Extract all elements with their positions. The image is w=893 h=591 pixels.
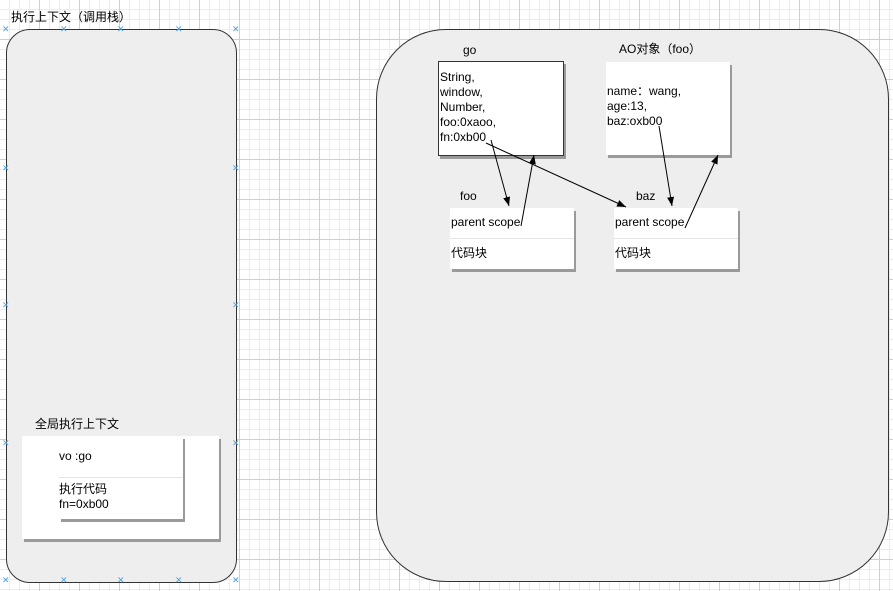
card-divider bbox=[59, 477, 183, 478]
global-context-frame[interactable]: vo :go 执行代码 fn=0xb00 bbox=[22, 436, 219, 539]
handle-top-right[interactable]: ✕ bbox=[232, 24, 240, 34]
global-context-title: 全局执行上下文 bbox=[35, 417, 120, 431]
foo-parent-scope: parent scope bbox=[451, 215, 521, 229]
handle-left-3[interactable]: ✕ bbox=[2, 438, 10, 448]
handle-left-1[interactable]: ✕ bbox=[2, 163, 10, 173]
foo-code-block: 代码块 bbox=[451, 246, 488, 260]
baz-title: baz bbox=[636, 189, 656, 203]
go-object-content: String, window, Number, foo:0xaoo, fn:0x… bbox=[440, 70, 497, 144]
ao-object-box[interactable]: name：wang, age:13, baz:oxb00 bbox=[606, 62, 730, 155]
arrow-go-to-foo bbox=[490, 139, 511, 207]
baz-function-box[interactable]: parent scope 代码块 bbox=[614, 208, 738, 269]
baz-code-block: 代码块 bbox=[615, 246, 652, 260]
handle-right-1[interactable]: ✕ bbox=[232, 163, 240, 173]
global-context-card[interactable]: vo :go 执行代码 fn=0xb00 bbox=[59, 436, 183, 519]
handle-bottom-right[interactable]: ✕ bbox=[232, 575, 240, 585]
foo-divider bbox=[450, 238, 574, 239]
ao-object-content: name：wang, age:13, baz:oxb00 bbox=[607, 84, 682, 128]
handle-bottom-3[interactable]: ✕ bbox=[175, 575, 183, 585]
handle-top-2[interactable]: ✕ bbox=[117, 24, 125, 34]
foo-function-box[interactable]: parent scope 代码块 bbox=[450, 208, 574, 269]
go-title: go bbox=[463, 43, 477, 57]
handle-bottom-1[interactable]: ✕ bbox=[60, 575, 68, 585]
code-line-1: 执行代码 bbox=[59, 482, 108, 496]
arrow-baz-scope-to-ao bbox=[684, 154, 719, 229]
arrow-ao-to-baz bbox=[658, 125, 675, 207]
handle-right-3[interactable]: ✕ bbox=[232, 438, 240, 448]
handle-top-left[interactable]: ✕ bbox=[2, 24, 10, 34]
arrow-foo-scope-to-go bbox=[520, 154, 536, 227]
handle-bottom-left[interactable]: ✕ bbox=[2, 575, 10, 585]
handle-left-2[interactable]: ✕ bbox=[2, 300, 10, 310]
handle-top-1[interactable]: ✕ bbox=[60, 24, 68, 34]
code-line-2: fn=0xb00 bbox=[59, 497, 109, 511]
call-stack-title: 执行上下文（调用栈） bbox=[11, 10, 132, 24]
foo-title: foo bbox=[460, 189, 477, 203]
go-object-box[interactable]: String, window, Number, foo:0xaoo, fn:0x… bbox=[438, 61, 564, 156]
baz-parent-scope: parent scope bbox=[615, 215, 685, 229]
handle-right-2[interactable]: ✕ bbox=[232, 300, 240, 310]
baz-divider bbox=[614, 238, 738, 239]
vo-row: vo :go bbox=[59, 449, 92, 463]
arrow-go-to-baz bbox=[485, 142, 627, 208]
handle-top-3[interactable]: ✕ bbox=[175, 24, 183, 34]
ao-title: AO对象（foo） bbox=[619, 42, 702, 56]
handle-bottom-2[interactable]: ✕ bbox=[117, 575, 125, 585]
